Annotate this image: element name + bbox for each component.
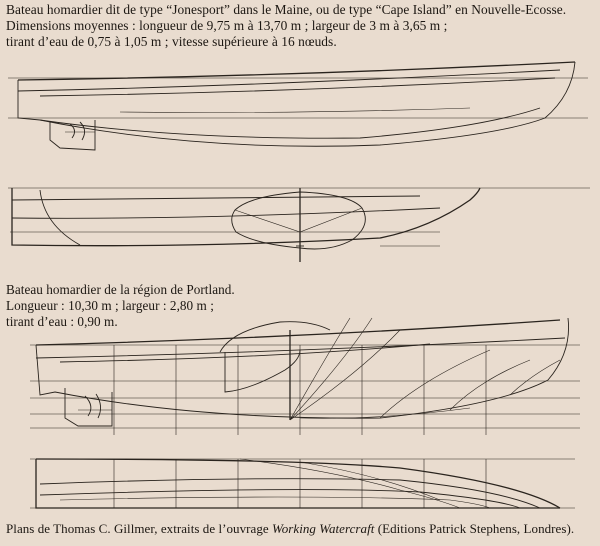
- credit-suffix: (Editions Patrick Stephens, Londres).: [374, 521, 575, 536]
- portland-title: Bateau homardier de la région de Portlan…: [6, 282, 235, 297]
- jonesport-profile-view: [8, 61, 588, 151]
- portland-draft: tirant d’eau : 0,90 m.: [6, 314, 118, 329]
- jonesport-caption: Bateau homardier dit de type “Jonesport”…: [6, 2, 566, 50]
- figure-credit: Plans de Thomas C. Gillmer, extraits de …: [6, 521, 574, 537]
- jonesport-plan-view: [8, 187, 590, 262]
- jonesport-details: tirant d’eau de 0,75 à 1,05 m ; vitesse …: [6, 34, 337, 49]
- credit-prefix: Plans de Thomas C. Gillmer, extraits de …: [6, 521, 273, 536]
- portland-dimensions: Longueur : 10,30 m ; largeur : 2,80 m ;: [6, 298, 214, 313]
- jonesport-title: Bateau homardier dit de type “Jonesport”…: [6, 2, 567, 17]
- jonesport-dimensions: Dimensions moyennes : longueur de 9,75 m…: [6, 18, 448, 33]
- portland-caption: Bateau homardier de la région de Portlan…: [6, 282, 235, 330]
- portland-plan-view: [30, 458, 575, 509]
- portland-profile-view: [30, 317, 580, 435]
- credit-book-title: Working Watercraft: [272, 521, 375, 536]
